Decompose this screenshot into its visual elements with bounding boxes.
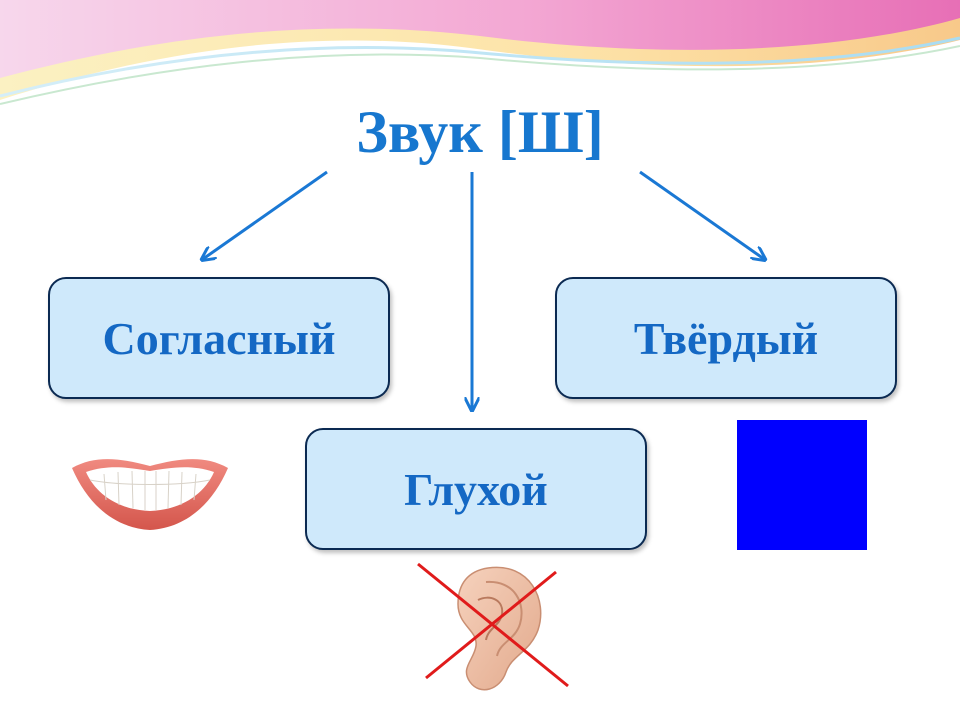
blue-square-icon <box>737 420 867 550</box>
box-voiceless-label: Глухой <box>404 463 548 515</box>
slide-title: Звук [Ш] <box>356 99 604 165</box>
box-hard-label: Твёрдый <box>633 312 819 364</box>
arrow-to-consonant <box>203 170 328 259</box>
box-consonant: Согласный <box>48 277 390 399</box>
decorative-top-wave <box>0 0 960 105</box>
box-voiceless: Глухой <box>305 428 647 550</box>
arrow-to-hard <box>639 170 764 259</box>
box-consonant-label: Согласный <box>102 312 336 364</box>
box-hard: Твёрдый <box>555 277 897 399</box>
